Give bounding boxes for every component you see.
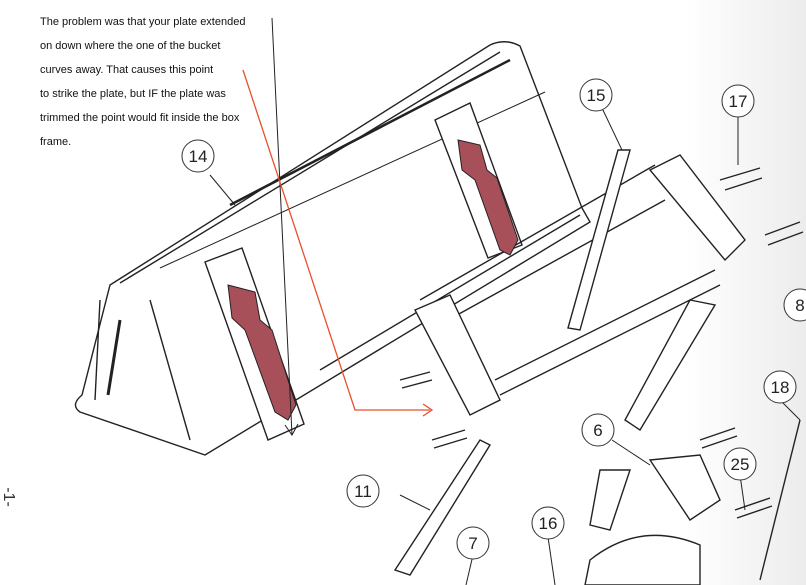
svg-text:25: 25 — [731, 455, 750, 474]
callout-16: 16 — [531, 506, 565, 540]
svg-text:7: 7 — [468, 534, 477, 553]
annotation-line: curves away. That causes this point — [40, 64, 214, 76]
svg-text:11: 11 — [354, 482, 372, 501]
svg-text:8: 8 — [795, 296, 804, 315]
callout-8: 8 — [783, 288, 806, 322]
annotation-line: on down where the one of the bucket — [40, 40, 221, 52]
callout-15: 15 — [579, 78, 613, 112]
annotation-line: frame. — [40, 136, 72, 148]
svg-text:17: 17 — [729, 92, 748, 111]
callout-17: 17 — [721, 84, 755, 118]
callout-25: 25 — [723, 447, 757, 481]
annotation-line: The problem was that your plate extended — [40, 16, 246, 28]
svg-text:6: 6 — [593, 421, 602, 440]
plate-left — [227, 284, 297, 421]
callout-7: 7 — [456, 526, 490, 560]
page-number: -1- — [0, 487, 17, 507]
annotation-line: trimmed the point would fit inside the b… — [40, 112, 240, 124]
pointer-line-black — [271, 17, 293, 436]
svg-text:18: 18 — [771, 378, 790, 397]
callout-18: 18 — [763, 370, 797, 404]
svg-text:16: 16 — [539, 514, 558, 533]
callout-14: 14 — [181, 139, 215, 173]
svg-text:14: 14 — [189, 147, 208, 166]
annotation-text: The problem was that your plate extended… — [40, 10, 300, 154]
svg-text:15: 15 — [587, 86, 606, 105]
callout-6: 6 — [581, 413, 615, 447]
annotation-line: to strike the plate, but IF the plate wa… — [40, 88, 226, 100]
plate-right — [457, 139, 519, 256]
pointer-arrow-red — [242, 69, 434, 417]
callout-11: 11 — [346, 474, 380, 508]
